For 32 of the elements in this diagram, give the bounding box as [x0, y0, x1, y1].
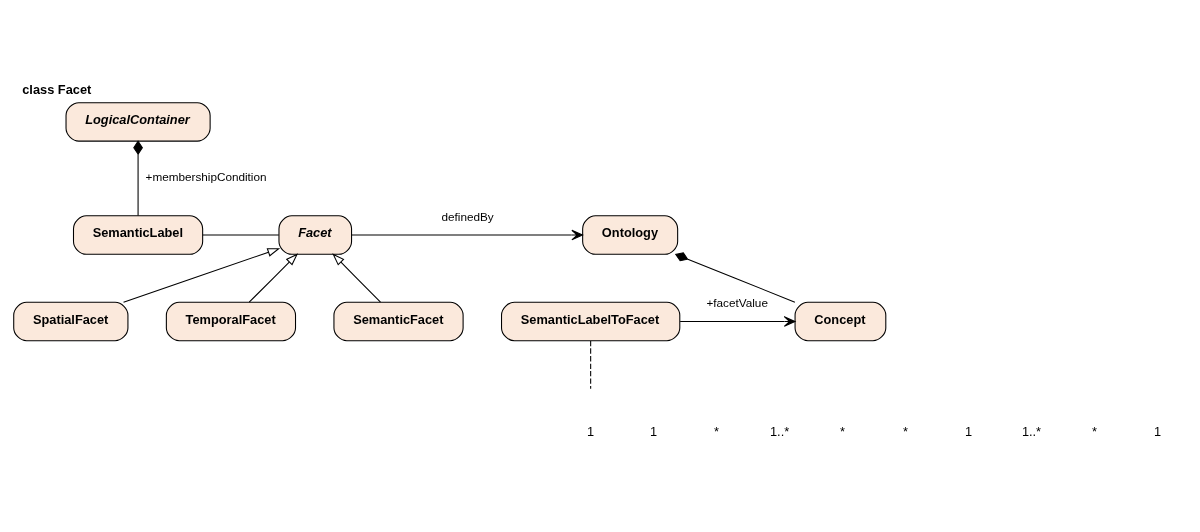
node-box: SemanticFacet: [333, 301, 464, 342]
arrow: [123, 248, 281, 303]
arrow: [679, 316, 796, 327]
node-box: SemanticLabel: [72, 215, 204, 255]
label: 1: [1153, 423, 1162, 439]
label: *: [840, 423, 846, 439]
label: 1..*: [1021, 423, 1042, 439]
label: 1..*: [769, 423, 790, 439]
edge-label: definedBy: [441, 209, 494, 223]
node-box: LogicalContainer: [65, 102, 211, 142]
node-box: SpatialFacet: [13, 301, 129, 342]
node-box: Concept: [794, 301, 887, 342]
label: 1: [650, 423, 658, 439]
arrow: [248, 253, 299, 303]
node-box: Facet: [278, 215, 353, 255]
edge-label: +facetValue: [706, 296, 768, 310]
label: 1: [587, 423, 595, 439]
label: 1: [964, 423, 973, 439]
arrow: [332, 253, 382, 303]
diagram-title: class Facet: [22, 81, 92, 97]
label: *: [1091, 423, 1097, 439]
node-box: TemporalFacet: [165, 301, 297, 342]
connector: [133, 140, 143, 217]
arrow: [351, 229, 584, 241]
connector: [674, 252, 796, 303]
connector: [590, 340, 592, 390]
label: *: [903, 423, 909, 439]
node-box: SemanticLabelToFacet: [501, 301, 681, 342]
connector: [202, 234, 280, 236]
edge-label: +membershipCondition: [145, 170, 267, 184]
node-box: Ontology: [582, 215, 679, 255]
label: *: [714, 423, 720, 439]
